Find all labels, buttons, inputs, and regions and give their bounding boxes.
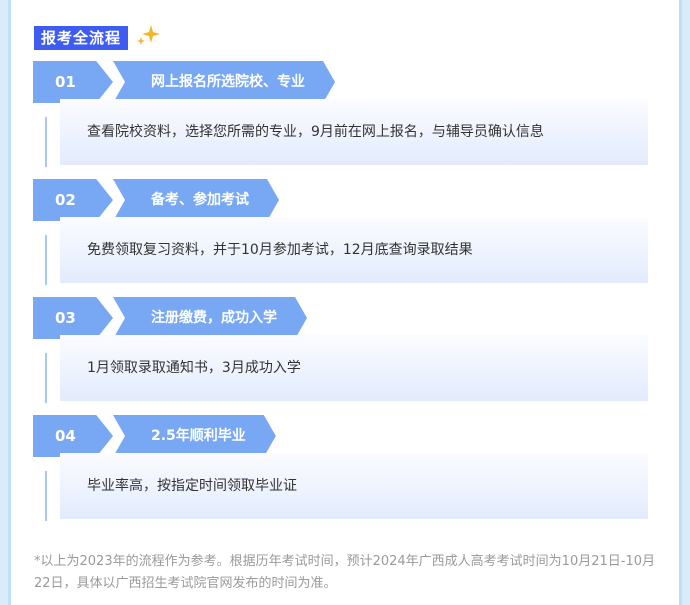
step-header: 03 注册缴费，成功入学 [33, 297, 648, 339]
step-number: 02 [33, 179, 113, 221]
timeline-line [45, 117, 47, 167]
sparkle-icon [137, 25, 160, 45]
step-body: 1月领取录取通知书，3月成功入学 [33, 335, 648, 417]
footnote: *以上为2023年的流程作为参考。根据历年考试时间，预计2024年广西成人高考考… [34, 554, 655, 591]
step-title: 备考、参加考试 [113, 179, 279, 221]
step-2: 02 备考、参加考试 免费领取复习资料，并于10月参加考试，12月底查询录取结果 [33, 179, 648, 299]
step-number: 03 [33, 297, 113, 339]
step-title: 网上报名所选院校、专业 [113, 61, 335, 103]
timeline-line [45, 471, 47, 521]
step-4: 04 2.5年顺利毕业 毕业率高，按指定时间领取毕业证 [33, 415, 648, 535]
step-title: 注册缴费，成功入学 [113, 297, 307, 339]
step-number: 04 [33, 415, 113, 457]
step-header: 01 网上报名所选院校、专业 [33, 61, 648, 103]
section-header: 报考全流程 [34, 25, 160, 50]
step-body: 毕业率高，按指定时间领取毕业证 [33, 453, 648, 535]
step-body: 查看院校资料，选择您所需的专业，9月前在网上报名，与辅导员确认信息 [33, 99, 648, 181]
step-3: 03 注册缴费，成功入学 1月领取录取通知书，3月成功入学 [33, 297, 648, 417]
step-header: 04 2.5年顺利毕业 [33, 415, 648, 457]
timeline-line [45, 353, 47, 403]
step-number: 01 [33, 61, 113, 103]
step-description: 1月领取录取通知书，3月成功入学 [60, 335, 648, 401]
step-body: 免费领取复习资料，并于10月参加考试，12月底查询录取结果 [33, 217, 648, 299]
step-header: 02 备考、参加考试 [33, 179, 648, 221]
timeline-line [45, 235, 47, 285]
step-1: 01 网上报名所选院校、专业 查看院校资料，选择您所需的专业，9月前在网上报名，… [33, 61, 648, 181]
step-description: 毕业率高，按指定时间领取毕业证 [60, 453, 648, 519]
step-title: 2.5年顺利毕业 [113, 415, 276, 457]
step-description: 免费领取复习资料，并于10月参加考试，12月底查询录取结果 [60, 217, 648, 283]
section-title: 报考全流程 [34, 26, 129, 50]
step-description: 查看院校资料，选择您所需的专业，9月前在网上报名，与辅导员确认信息 [60, 99, 648, 165]
